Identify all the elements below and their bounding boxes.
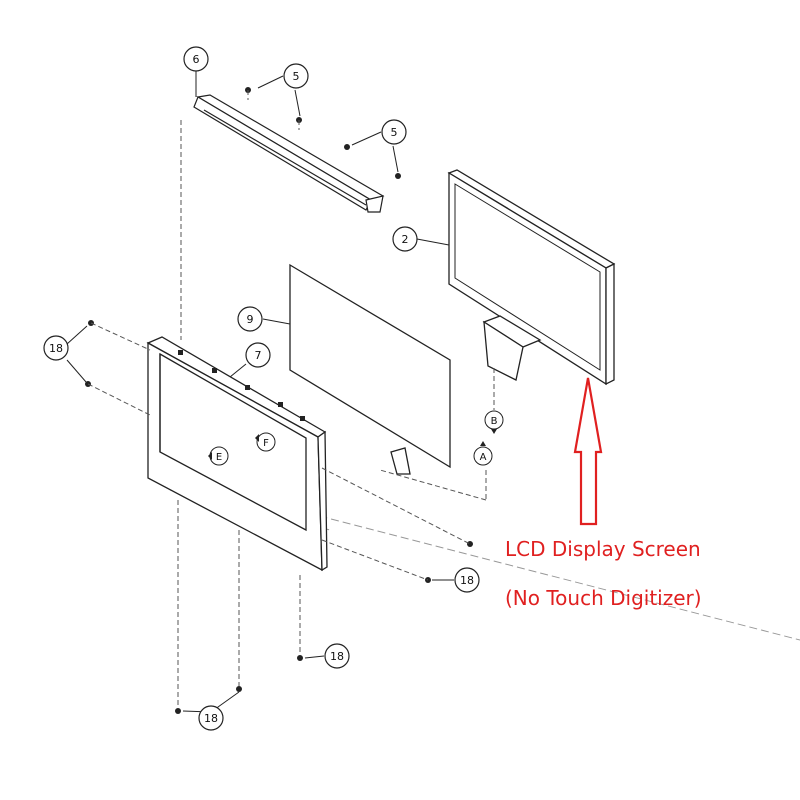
svg-text:A: A: [480, 452, 487, 463]
view-marker-a: A: [473, 441, 493, 466]
svg-text:B: B: [491, 416, 498, 427]
construction-line: [179, 479, 800, 641]
view-marker-e: E: [208, 446, 229, 466]
svg-text:7: 7: [255, 349, 262, 362]
screw-icon: [236, 686, 242, 692]
svg-text:2: 2: [402, 233, 409, 246]
svg-text:18: 18: [49, 342, 63, 355]
svg-text:5: 5: [293, 70, 300, 83]
screw-icon: [175, 708, 181, 714]
svg-text:E: E: [216, 452, 222, 463]
callout-part-6: 6: [183, 46, 209, 72]
annotation-subtitle: (No Touch Digitizer): [505, 586, 702, 610]
svg-text:5: 5: [391, 126, 398, 139]
top-bracket-part: [193, 94, 385, 213]
screw-icon: [344, 144, 350, 150]
backplate-part: [289, 263, 451, 475]
svg-text:18: 18: [330, 650, 344, 663]
front-frame-part: [146, 336, 328, 572]
svg-text:9: 9: [247, 313, 254, 326]
callout-part-9: 9: [237, 306, 263, 332]
callout-part-18: 18: [43, 335, 69, 361]
view-marker-b: B: [484, 410, 504, 434]
callout-part-18: 18: [198, 705, 224, 731]
svg-text:18: 18: [204, 712, 218, 725]
callout-part-2: 2: [392, 226, 418, 252]
svg-text:F: F: [263, 438, 269, 449]
callout-part-5: 5: [283, 63, 309, 89]
arrow-up-icon: [573, 377, 603, 526]
callout-part-18: 18: [324, 643, 350, 669]
lcd-panel-part: [447, 169, 616, 386]
svg-text:18: 18: [460, 574, 474, 587]
screw-icon: [467, 541, 473, 547]
callout-part-18: 18: [454, 567, 480, 593]
annotation-title: LCD Display Screen: [505, 537, 701, 561]
callout-part-7: 7: [245, 342, 271, 368]
screw-icon: [297, 655, 303, 661]
screw-set: [245, 87, 401, 179]
callout-part-5: 5: [381, 119, 407, 145]
view-marker-f: F: [255, 432, 276, 452]
svg-text:6: 6: [193, 53, 200, 66]
frame-tabs: [178, 350, 305, 421]
screw-icon: [395, 173, 401, 179]
